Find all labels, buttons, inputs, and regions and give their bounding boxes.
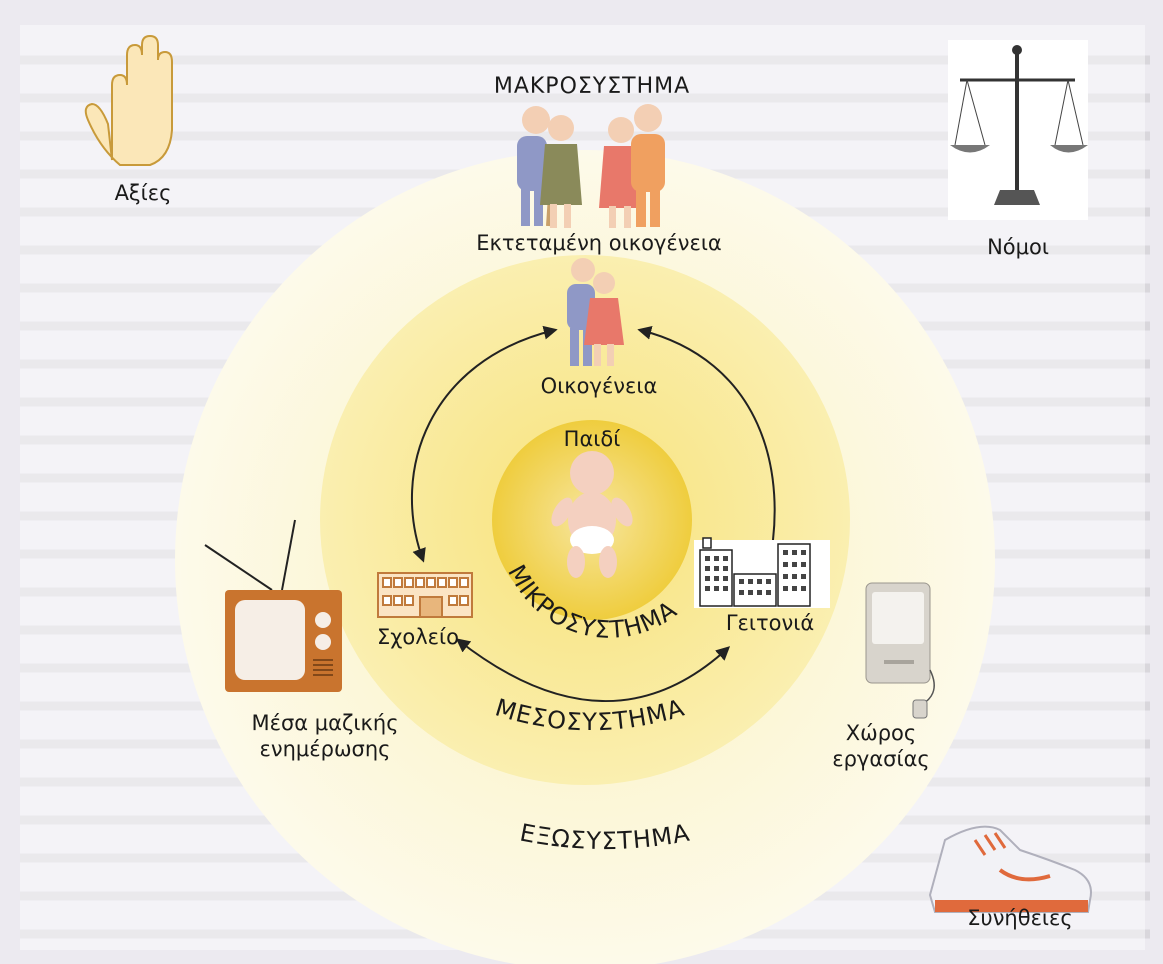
child-label: Παιδί	[563, 427, 621, 451]
interaction-arrows	[410, 325, 778, 702]
sneaker-icon	[928, 825, 1092, 913]
school-icon	[377, 572, 473, 618]
computer-icon	[865, 582, 935, 719]
media-label: Μέσα μαζικής ενημέρωσης	[251, 710, 398, 763]
arrow-family-school	[410, 325, 558, 563]
laws-label: Νόμοι	[987, 235, 1049, 259]
workplace-label-line2: εργασίας	[832, 747, 930, 772]
neighborhood-label: Γειτονιά	[725, 611, 815, 635]
extended-family-icon	[517, 104, 665, 228]
family-label: Οικογένεια	[540, 374, 658, 398]
workplace-label: Χώρος εργασίας	[832, 720, 930, 773]
school-label: Σχολείο	[377, 625, 459, 649]
hand-icon	[84, 34, 173, 166]
television-icon	[204, 519, 342, 692]
arrow-school-neighborhood	[455, 638, 731, 702]
family-icon	[567, 258, 624, 366]
arrow-family-neighborhood	[637, 325, 778, 573]
child-icon	[551, 451, 633, 578]
neighborhood-icon	[694, 537, 830, 608]
scales-icon	[948, 40, 1088, 220]
customs-label: Συνήθειες	[967, 906, 1073, 930]
media-label-line1: Μέσα μαζικής	[251, 711, 399, 735]
values-label: Αξίες	[114, 181, 172, 205]
extended-family-label: Εκτεταμένη οικογένεια	[476, 231, 722, 255]
workplace-label-line1: Χώρος	[845, 721, 917, 745]
media-label-line2: ενημέρωσης	[259, 737, 391, 762]
macrosystem-label: ΜΑΚΡΟΣΥΣΤΗΜΑ	[493, 74, 691, 99]
